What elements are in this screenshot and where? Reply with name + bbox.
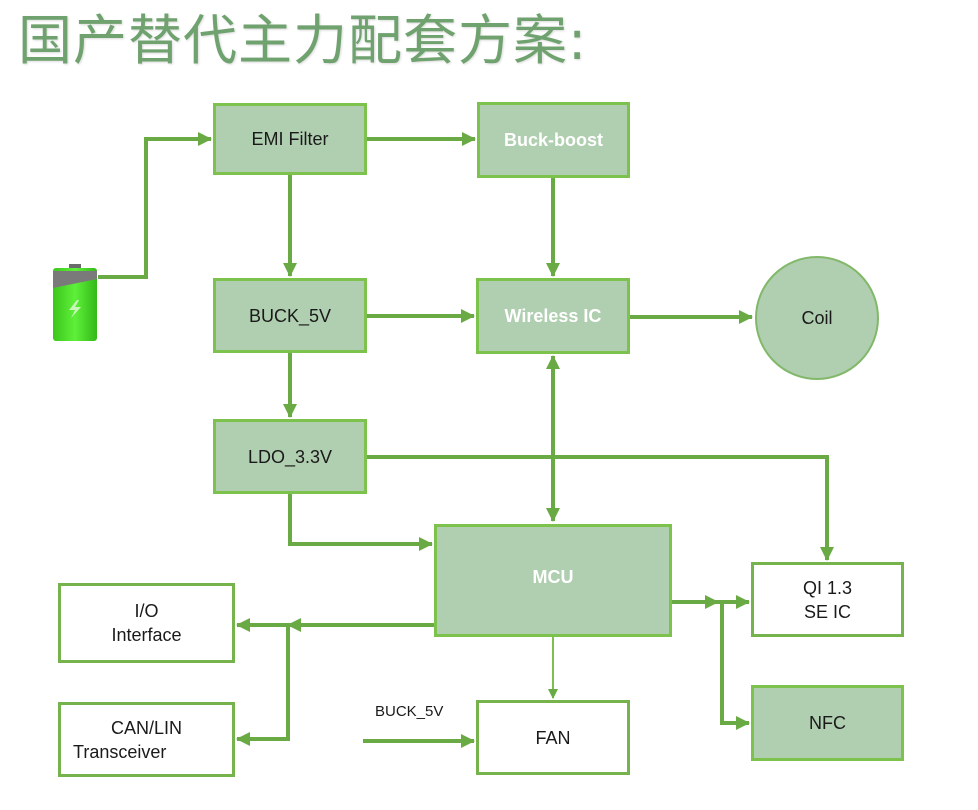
wire-ldo-qi [367, 455, 834, 561]
qi-label-line2: SE IC [803, 601, 851, 622]
page-title: 国产替代主力配套方案: [18, 9, 588, 72]
buck-boost-label: Buck-boost [504, 130, 603, 150]
qi-label-line1: QI 1.3 [802, 577, 853, 598]
coil-block: Coil [755, 256, 879, 380]
mcu-label: MCU [532, 567, 574, 587]
emi-filter-label: EMI Filter [251, 129, 329, 149]
nfc-block: NFC [751, 685, 904, 761]
io-label-line2: Interface [111, 625, 182, 645]
wire-battery-emi [98, 132, 212, 279]
can-label-line2: Transceiver [73, 741, 167, 762]
can-label-line1: CAN/LIN [110, 717, 182, 738]
fan-label: FAN [535, 727, 571, 748]
io-label-line1: I/O [134, 601, 159, 621]
wireless-ic-block: Wireless IC [476, 278, 630, 354]
fan-supply-label: BUCK_5V [375, 703, 444, 720]
ldo-block: LDO_3.3V [213, 419, 367, 494]
buck-5v-block: BUCK_5V [213, 278, 367, 353]
qi-se-ic-block: QI 1.3 SE IC [751, 562, 904, 637]
can-lin-block: CAN/LIN Transceiver [58, 702, 235, 777]
coil-label: Coil [801, 308, 833, 328]
wireless-ic-label: Wireless IC [504, 306, 602, 326]
ldo-label: LDO_3.3V [247, 446, 333, 467]
wire-mcu-can [236, 625, 290, 746]
buck-5v-label: BUCK_5V [248, 305, 332, 326]
nfc-label: NFC [809, 713, 846, 733]
battery-charging-icon [53, 264, 97, 341]
io-interface-block: I/O Interface [58, 583, 235, 663]
fan-block: FAN [476, 700, 630, 775]
wire-ldo-mcu [288, 494, 433, 551]
mcu-block: MCU [434, 524, 672, 637]
emi-filter-block: EMI Filter [213, 103, 367, 175]
buck-boost-block: Buck-boost [477, 102, 630, 178]
wire-mcu-nfc [720, 602, 750, 730]
